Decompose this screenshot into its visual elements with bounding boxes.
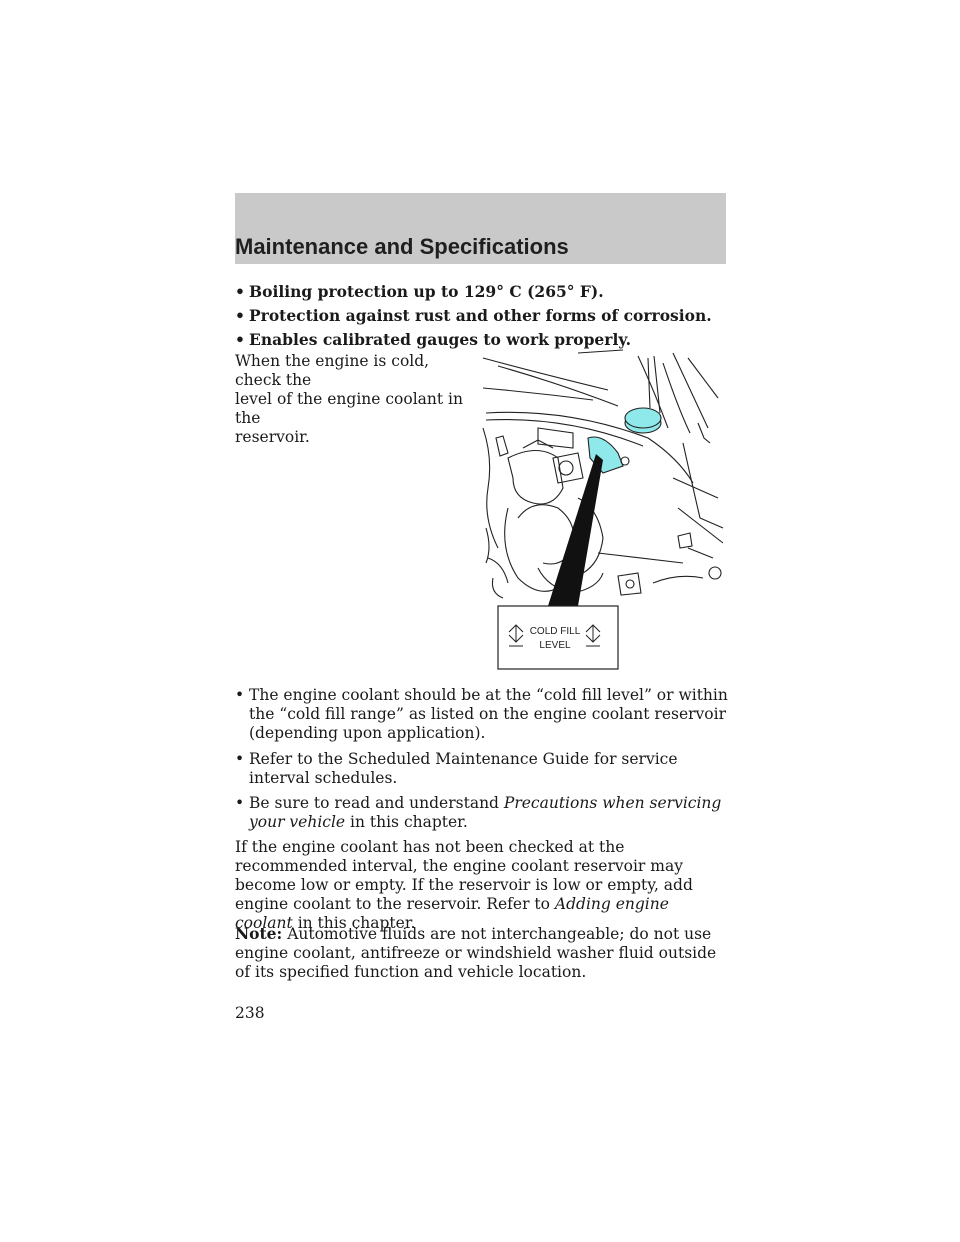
page-number: 238 <box>235 1004 265 1022</box>
bold-bullet-1: •Boiling protection up to 129° C (265° F… <box>235 282 604 301</box>
bullet-item-1: • The engine coolant should be at the “c… <box>235 686 728 742</box>
cold-fill-label-line2: LEVEL <box>539 640 571 651</box>
up-down-arrow-right <box>585 624 601 643</box>
cold-fill-label-line1: COLD FILL <box>530 626 581 637</box>
up-down-arrow-left <box>508 624 524 643</box>
bullet-item-2: • Refer to the Scheduled Maintenance Gui… <box>235 750 678 787</box>
coolant-paragraph: If the engine coolant has not been check… <box>235 838 693 932</box>
bullet-item-3: • Be sure to read and understand Precaut… <box>235 794 722 831</box>
header-band <box>235 193 726 264</box>
bold-bullet-3: •Enables calibrated gauges to work prope… <box>235 330 631 349</box>
bold-bullet-2: •Protection against rust and other forms… <box>235 306 712 325</box>
pointer-wedge <box>548 454 603 606</box>
intro-paragraph: When the engine is cold, check the level… <box>235 352 463 446</box>
note-paragraph: Note: Automotive fluids are not intercha… <box>235 924 717 981</box>
page-title: Maintenance and Specifications <box>235 234 569 259</box>
engine-coolant-reservoir-figure: COLD FILL LEVEL <box>482 349 724 670</box>
